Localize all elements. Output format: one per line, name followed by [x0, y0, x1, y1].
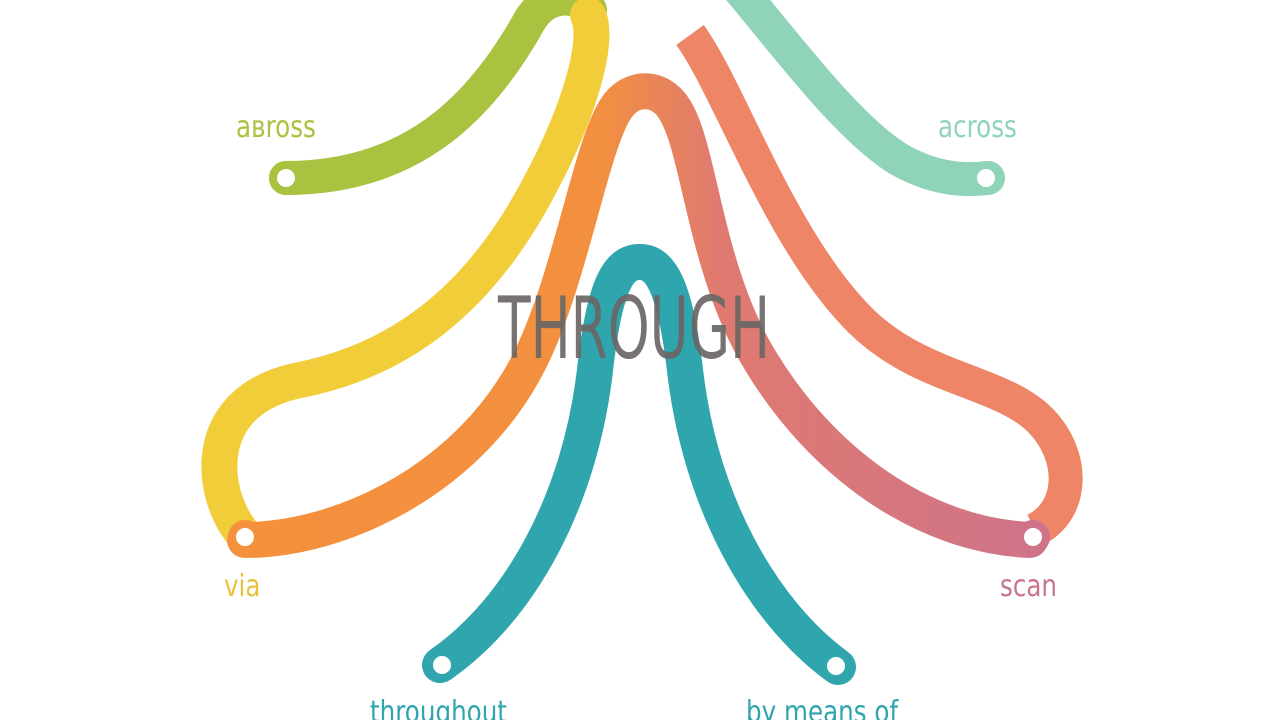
endpoint-by-means-of	[819, 649, 853, 683]
label-by-means-of: by means of	[746, 695, 899, 720]
endpoint-across-right	[969, 161, 1003, 195]
endpoint-throughout	[425, 648, 459, 682]
tube-across-right	[726, 0, 1005, 197]
label-across-right: across	[938, 110, 1017, 145]
endpoint-scan	[1016, 520, 1050, 554]
tube-throughout-by-means-of	[422, 243, 856, 685]
tube-salmon	[676, 25, 1083, 546]
label-via: via	[224, 569, 261, 604]
tube-across-left	[269, 0, 607, 195]
label-scan: scan	[1000, 569, 1058, 604]
tube-via	[201, 0, 610, 548]
endpoint-across-left	[269, 161, 303, 195]
tube-via-scan	[227, 73, 1048, 558]
label-across-left: aвross	[236, 110, 316, 145]
center-word: THROUGH	[498, 279, 771, 379]
label-throughout: throughout	[370, 695, 507, 720]
endpoint-via	[228, 520, 262, 554]
